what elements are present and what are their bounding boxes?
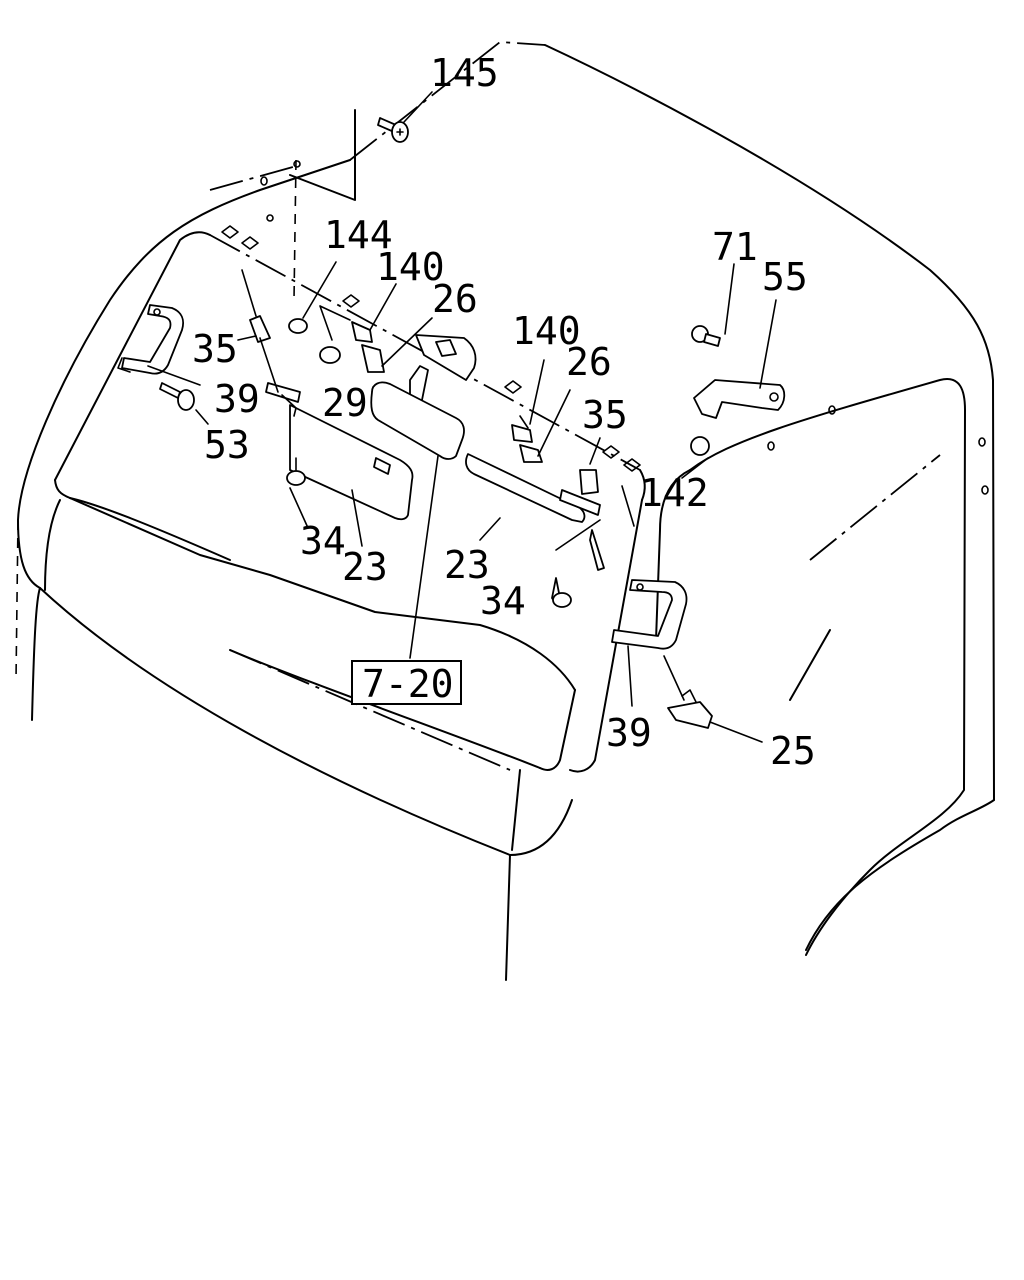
grab-handle-right xyxy=(611,579,688,650)
reference-box xyxy=(351,660,462,705)
callout-39-right: 39 xyxy=(606,711,652,755)
callout-140-left: 140 xyxy=(376,245,445,289)
coat-hook-25 xyxy=(667,689,713,729)
callout-142: 142 xyxy=(640,471,709,515)
callout-26-left: 26 xyxy=(432,277,478,321)
callout-145: 145 xyxy=(430,51,499,95)
callout-34-right: 34 xyxy=(480,579,526,623)
callout-26-right: 26 xyxy=(566,340,612,384)
leader-lines xyxy=(147,91,777,743)
callout-23-right: 23 xyxy=(444,543,490,587)
callout-144: 144 xyxy=(324,213,393,257)
bolt-29 xyxy=(319,346,341,364)
callout-71: 71 xyxy=(712,225,758,269)
visor-hook-right xyxy=(511,424,543,463)
plug-142 xyxy=(690,436,710,456)
bracket-55 xyxy=(691,325,786,419)
callout-53: 53 xyxy=(204,423,250,467)
callout-34-left: 34 xyxy=(300,519,346,563)
callout-labels: 145 144 140 26 71 55 35 39 29 140 26 35 … xyxy=(192,51,816,773)
callout-25: 25 xyxy=(770,729,816,773)
callout-35-right: 35 xyxy=(582,393,628,437)
roof-clips xyxy=(221,225,710,472)
cab-outline xyxy=(15,41,995,981)
screw-34-left xyxy=(286,457,306,486)
reference-label: 7-20 xyxy=(362,662,454,706)
callout-23-left: 23 xyxy=(342,545,388,589)
visor-hook-left xyxy=(319,321,385,373)
plug-144 xyxy=(288,318,308,334)
callout-35-left: 35 xyxy=(192,327,238,371)
screw-34-right xyxy=(551,577,572,608)
roof-bracket xyxy=(289,109,356,201)
callout-140-right: 140 xyxy=(512,309,581,353)
screw-145 xyxy=(377,117,409,143)
rear-view-mirror xyxy=(370,334,477,460)
grab-handle-left xyxy=(117,304,185,375)
callout-39-left: 39 xyxy=(214,377,260,421)
bolt-53 xyxy=(159,382,195,411)
sun-visor-left xyxy=(249,315,414,521)
sun-visor-right xyxy=(465,453,605,571)
callout-29: 29 xyxy=(322,381,368,425)
callout-55: 55 xyxy=(762,255,808,299)
